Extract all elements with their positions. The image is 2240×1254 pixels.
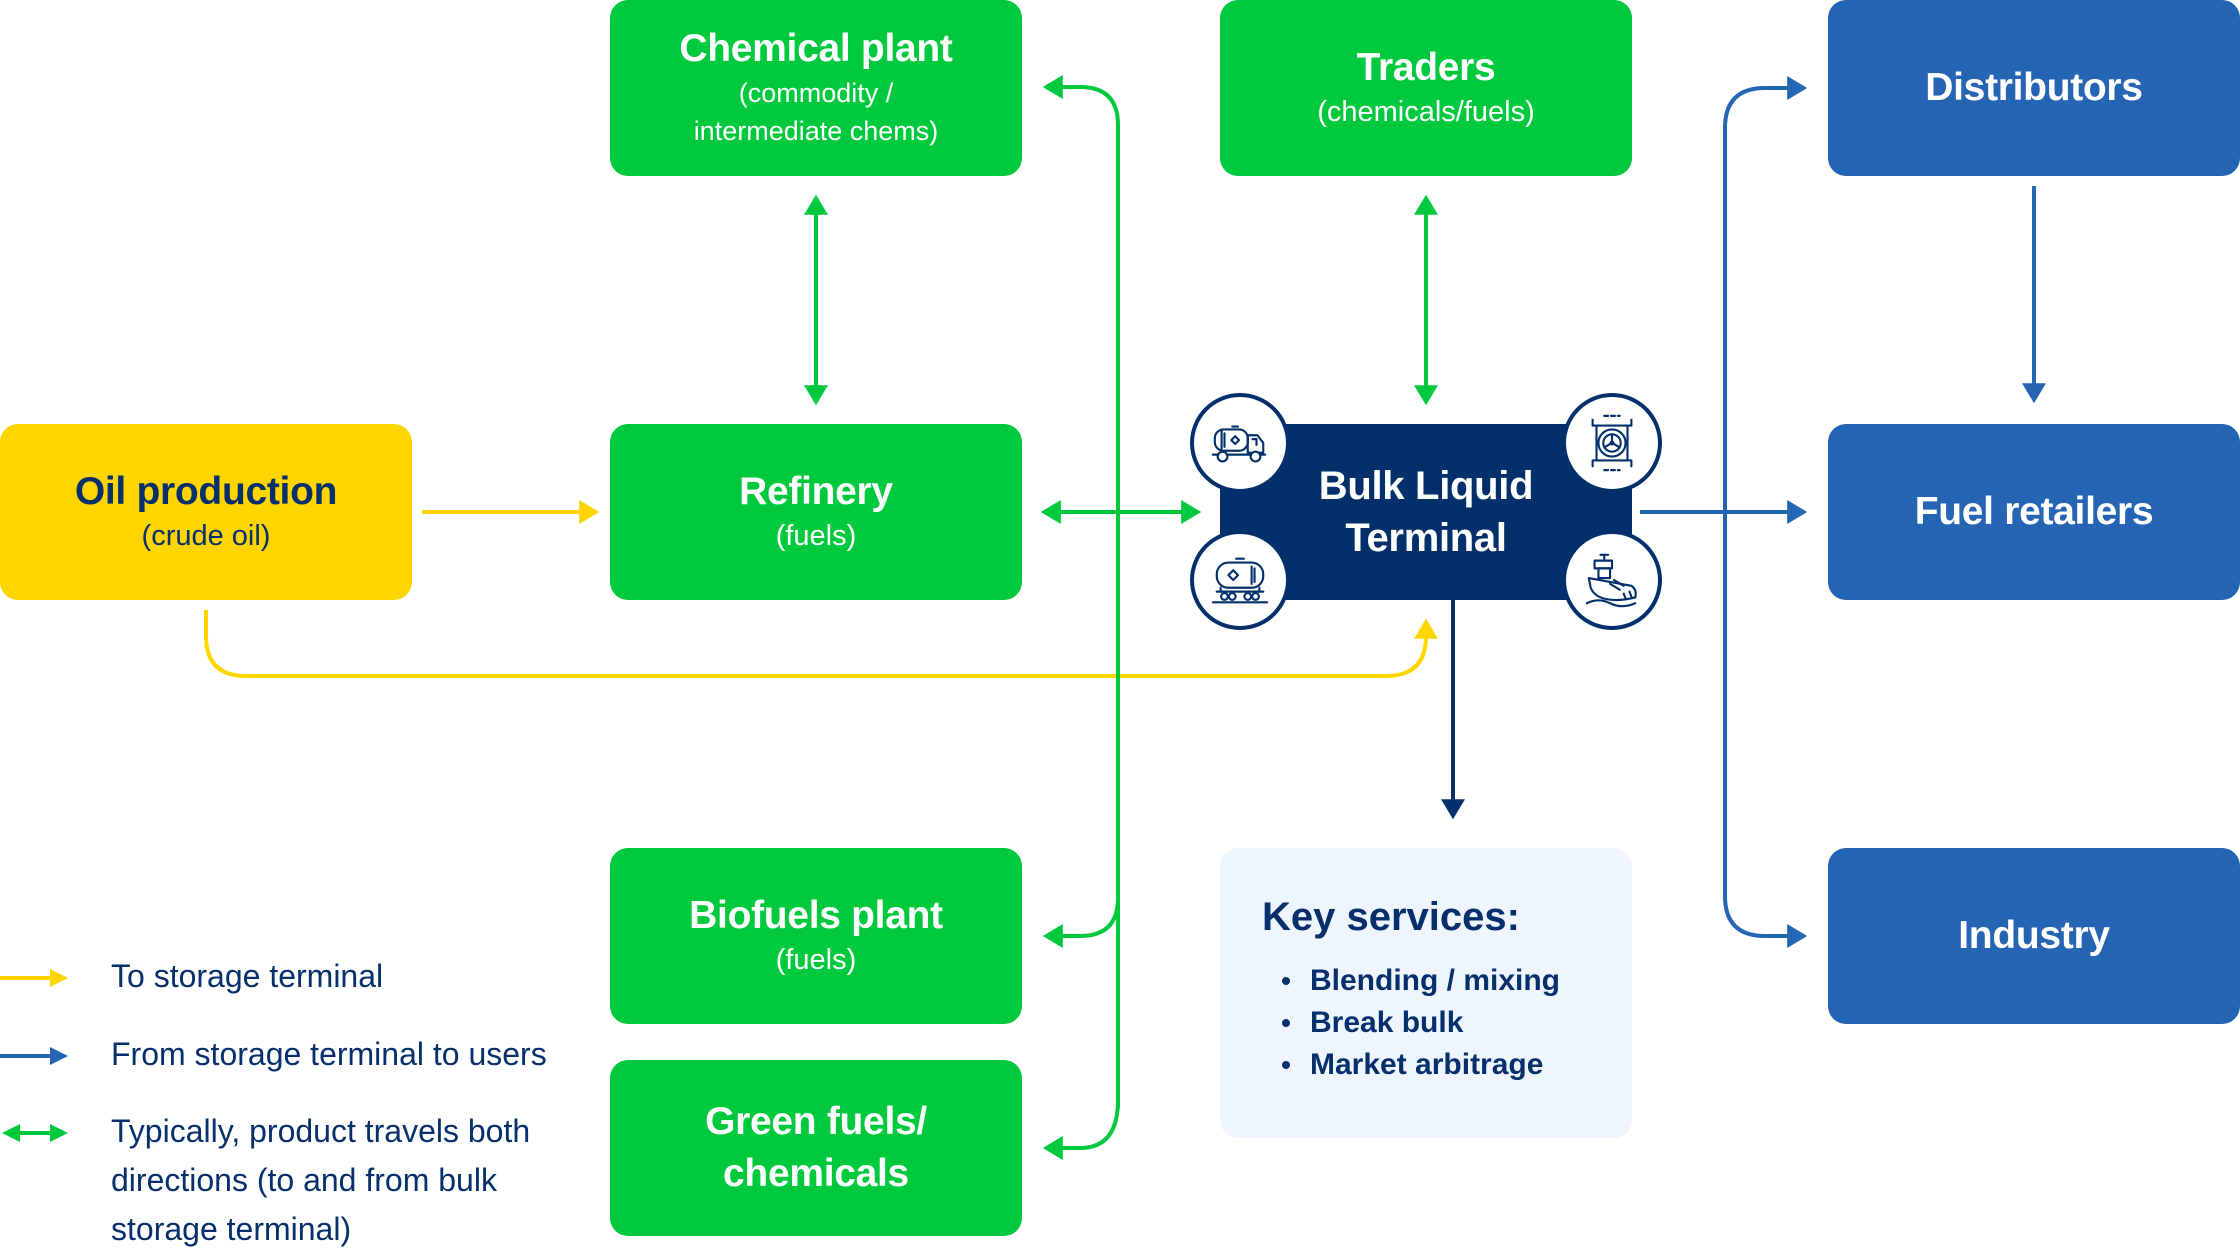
node-subtitle: (fuels) (775, 944, 857, 976)
key-services-heading: Key services: (1262, 895, 1520, 939)
legend-label: To storage terminal (111, 958, 384, 994)
node-fuel-retailers: Fuel retailers (1828, 424, 2240, 600)
node-subtitle: (commodity / (738, 78, 894, 108)
green-double-arrow-icon (2, 1124, 68, 1142)
tanker-truck-icon (1190, 393, 1290, 493)
bullet-icon (1282, 1061, 1290, 1069)
edge-green-bus-chemical (1042, 75, 1120, 1108)
bullet-icon (1282, 977, 1290, 985)
node-title: Oil production (74, 470, 338, 513)
rail-tank-car-icon (1190, 530, 1290, 630)
node-title: Industry (1958, 914, 2110, 957)
tanker-ship-icon (1562, 530, 1662, 630)
node-traders: Traders (chemicals/fuels) (1220, 0, 1632, 176)
node-subtitle: (chemicals/fuels) (1317, 96, 1535, 128)
yellow-arrow-icon (0, 969, 68, 987)
valve-icon (1562, 393, 1662, 493)
node-industry: Industry (1828, 848, 2240, 1024)
node-chemical-plant: Chemical plant (commodity / intermediate… (610, 0, 1022, 176)
node-title: Traders (1356, 46, 1496, 89)
blue-arrow-icon (0, 1047, 68, 1065)
legend-item-from-terminal: From storage terminal to users (0, 1036, 551, 1079)
node-distributors: Distributors (1828, 0, 2240, 176)
node-subtitle: (fuels) (775, 520, 857, 552)
legend-label: From storage terminal to users (111, 1036, 547, 1072)
node-title: Terminal (1345, 516, 1507, 560)
edge-green-bus-biofuels (1042, 897, 1120, 948)
list-item: Blending / mixing (1282, 960, 1632, 1002)
service-label: Break bulk (1310, 1006, 1464, 1039)
list-item: Break bulk (1282, 1002, 1632, 1044)
node-title: Chemical plant (679, 27, 953, 70)
node-subtitle: intermediate chems) (693, 116, 939, 146)
node-title: Refinery (739, 470, 893, 513)
key-services-list: Blending / mixing Break bulk Market arbi… (1262, 960, 1632, 1086)
node-title: Green fuels/ (705, 1100, 927, 1143)
node-title: Fuel retailers (1914, 490, 2154, 533)
service-label: Market arbitrage (1310, 1048, 1544, 1081)
edge-terminal-industry (1723, 512, 1808, 948)
node-subtitle: (crude oil) (141, 520, 271, 552)
legend-item-bidirectional: Typically, product travels both directio… (0, 1113, 541, 1254)
key-services-panel: Key services: Blending / mixing Break bu… (1220, 848, 1632, 1138)
service-label: Blending / mixing (1310, 964, 1561, 997)
edge-oil-to-terminal (204, 610, 1438, 678)
legend-label: Typically, product travels both directio… (111, 1113, 531, 1247)
bullet-icon (1282, 1019, 1290, 1027)
node-green-fuels-chemicals: Green fuels/ chemicals (610, 1060, 1022, 1236)
node-title: chemicals (723, 1152, 909, 1195)
list-item: Market arbitrage (1282, 1044, 1632, 1086)
legend-item-to-terminal: To storage terminal (0, 958, 551, 1001)
node-oil-production: Oil production (crude oil) (0, 424, 412, 600)
node-refinery: Refinery (fuels) (610, 424, 1022, 600)
node-biofuels-plant: Biofuels plant (fuels) (610, 848, 1022, 1024)
node-title: Bulk Liquid (1318, 464, 1534, 508)
node-title: Distributors (1925, 66, 2143, 109)
edge-green-bus-greenfuels (1042, 1099, 1120, 1160)
edge-terminal-distributors (1723, 76, 1808, 512)
node-title: Biofuels plant (689, 894, 943, 937)
